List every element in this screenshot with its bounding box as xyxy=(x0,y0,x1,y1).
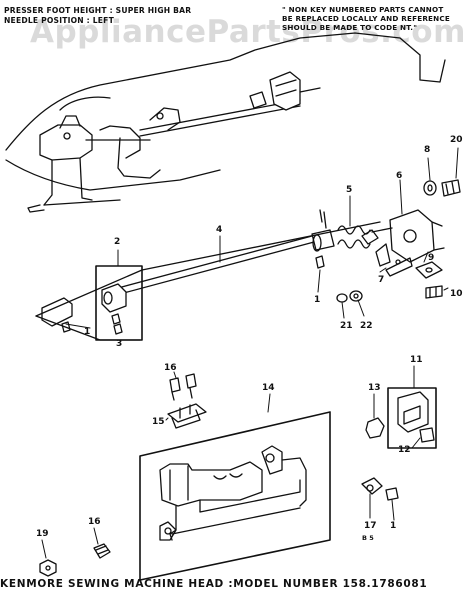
part-16-screws xyxy=(169,373,197,401)
part-17-pin xyxy=(361,477,383,495)
callout-22: 22 xyxy=(360,321,373,331)
callout-17: 17 xyxy=(364,521,377,531)
part-12-screw xyxy=(419,427,435,443)
part-13-cap xyxy=(365,417,385,439)
part-21-washer xyxy=(336,293,348,303)
note-needle-position: NEEDLE POSITION : LEFT xyxy=(4,16,114,25)
callouts: 2 4 5 6 8 20 9 10 21 22 1 7 1 3 11 13 14… xyxy=(36,135,463,542)
presser-bar-assembly xyxy=(27,71,321,213)
callout-4: 4 xyxy=(216,225,222,235)
machine-head-casting xyxy=(5,32,446,191)
part-2-collar-box xyxy=(95,265,143,341)
part-6-crank xyxy=(361,209,445,263)
leader-lines xyxy=(41,147,459,559)
callout-8: 8 xyxy=(424,145,430,155)
part-18-screw xyxy=(93,543,111,559)
callout-7: 7 xyxy=(378,275,384,285)
callout-14: 14 xyxy=(262,383,275,393)
part-22-washer xyxy=(349,290,363,302)
callout-16-top: 16 xyxy=(164,363,177,373)
callout-5: 5 xyxy=(346,185,352,195)
part-15-bracket xyxy=(167,403,207,429)
part-1-screw-mid xyxy=(315,255,325,269)
watermark: AppliancePartsPros.com xyxy=(30,14,466,50)
callout-16-lower: 16 xyxy=(88,517,101,527)
part-7-link xyxy=(375,243,413,277)
note-non-key-parts-2: BE REPLACED LOCALLY AND REFERENCE xyxy=(282,14,450,23)
part-14-hook-drive-assembly xyxy=(139,411,331,581)
part-20-screw xyxy=(441,179,461,197)
callout-20: 20 xyxy=(450,135,463,145)
part-19-nut xyxy=(39,559,57,577)
note-presser-foot: PRESSER FOOT HEIGHT : SUPER HIGH BAR xyxy=(4,6,192,15)
callout-12: 12 xyxy=(398,445,411,455)
part-1-screw-lower xyxy=(385,487,399,501)
part-11-bracket-box xyxy=(387,387,437,449)
callout-10: 10 xyxy=(450,289,463,299)
part-5-spring xyxy=(319,209,371,249)
callout-b5: B 5 xyxy=(362,534,374,542)
callout-1-lower: 1 xyxy=(390,521,396,531)
note-non-key-parts-3: SHOULD BE MADE TO CODE NT." xyxy=(282,23,418,32)
part-10-screw xyxy=(425,285,443,299)
note-non-key-parts-1: " NON KEY NUMBERED PARTS CANNOT xyxy=(282,5,444,14)
callout-9: 9 xyxy=(428,253,434,263)
callout-19: 19 xyxy=(36,529,49,539)
callout-13: 13 xyxy=(368,383,381,393)
callout-3: 3 xyxy=(116,339,122,349)
callout-2: 2 xyxy=(114,237,120,247)
left-collar xyxy=(41,297,73,333)
callout-15: 15 xyxy=(152,417,165,427)
callout-6: 6 xyxy=(396,171,402,181)
diagram-footer-title: KENMORE SEWING MACHINE HEAD :MODEL NUMBE… xyxy=(0,578,428,590)
callout-11: 11 xyxy=(410,355,423,365)
callout-1-left: 1 xyxy=(84,327,90,337)
callout-1-mid: 1 xyxy=(314,295,320,305)
part-4-shaft xyxy=(117,229,335,295)
part-8-washer xyxy=(423,180,437,196)
callout-21: 21 xyxy=(340,321,353,331)
part-9-nut xyxy=(415,261,443,279)
